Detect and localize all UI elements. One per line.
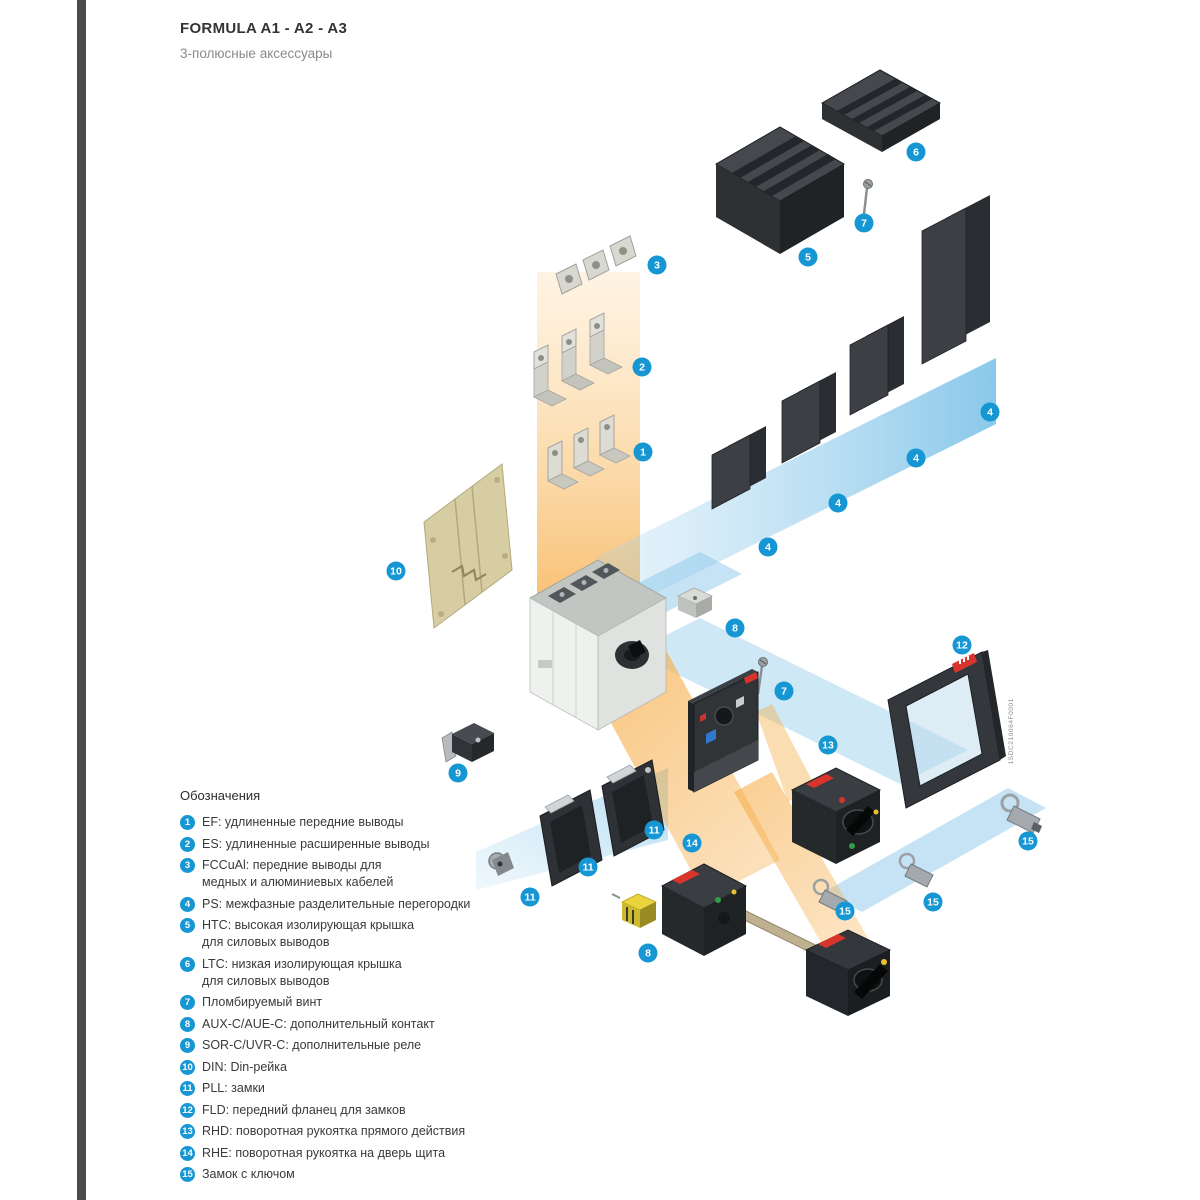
item-9-relay (441, 723, 494, 763)
legend-item-11: 11 PLL: замки (180, 1080, 520, 1097)
legend-item-4: 4 PS: межфазные разделительные перегородк… (180, 896, 520, 913)
item-7-sealable-screw-front (756, 657, 768, 695)
doc-code: 1SDC210064F0001 (1008, 698, 1015, 765)
beam-handles-orange (592, 650, 876, 972)
page-edge-bar (77, 0, 86, 1200)
legend-badge-14: 14 (180, 1145, 195, 1161)
legend-item-12: 12 FLD: передний фланец для замков (180, 1102, 520, 1119)
page-subtitle: 3-полюсные аксессуары (180, 46, 333, 61)
item-15-key-locks (812, 793, 1042, 914)
item-8-aux-contact (677, 587, 713, 618)
legend-badge-8: 8 (180, 1016, 195, 1032)
legend-text-9: SOR-C/UVR-C: дополнительные реле (202, 1038, 422, 1052)
legend-item-7: 7 Пломбируемый винт (180, 994, 520, 1011)
item-12-fld-front-flange (887, 650, 1006, 809)
legend-item-14: 14 RHE: поворотная рукоятка на дверь щита (180, 1145, 520, 1162)
legend-text-12: FLD: передний фланец для замков (202, 1102, 406, 1117)
legend-text-1: EF: удлиненные передние выводы (202, 815, 404, 829)
item-14-rhe-rotary-handle (660, 863, 892, 1016)
legend-badge-4: 4 (180, 896, 195, 912)
item-4-phase-separators (711, 195, 990, 510)
item-3-cable-lugs (555, 235, 637, 295)
legend-badge-2: 2 (180, 836, 195, 852)
legend-item-8: 8 AUX-C/AUE-C: дополнительный контакт (180, 1016, 520, 1033)
legend-badge-9: 9 (180, 1038, 195, 1053)
legend-item-13: 13 RHD: поворотная рукоятка прямого дейст… (180, 1123, 520, 1140)
item-10-din-rail (423, 463, 513, 629)
legend-badge-6: 6 (180, 956, 195, 972)
item-8-contact-block-yellow (611, 893, 657, 928)
legend-item-1: 1 EF: удлиненные передние выводы (180, 814, 520, 831)
item-6-ltc-low-cover (820, 69, 942, 152)
legend-text-10: DIN: Din-рейка (202, 1059, 287, 1074)
item-1-extended-front-terminals (547, 414, 631, 490)
legend-item-10: 10 DIN: Din-рейка (180, 1059, 520, 1076)
legend-item-15: 15 Замок с ключом (180, 1166, 520, 1183)
beam-flange-blue (632, 618, 968, 784)
legend-items: 1 EF: удлиненные передние выводы 2 ES: удли… (180, 814, 520, 1183)
legend: Обозначения 1 EF: удлиненные передние выв… (180, 788, 520, 1188)
legend-badge-5: 5 (180, 918, 195, 933)
legend-text-7: Пломбируемый винт (202, 995, 323, 1009)
page-header: FORMULA A1 - A2 - A3 3-полюсные аксессуа… (180, 20, 347, 61)
legend-badge-10: 10 (180, 1059, 195, 1075)
legend-badge-15: 15 (180, 1167, 195, 1182)
breaker-front-cover-plate (688, 669, 759, 793)
legend-text-4: PS: межфазные разделительные перегородки (202, 896, 471, 911)
legend-badge-13: 13 (180, 1124, 195, 1139)
legend-text-8: AUX-C/AUE-C: дополнительный контакт (202, 1016, 435, 1031)
legend-badge-12: 12 (180, 1102, 195, 1118)
legend-heading: Обозначения (180, 788, 261, 803)
legend-badge-11: 11 (180, 1081, 195, 1096)
legend-item-2: 2 ES: удлиненные расширенные выводы (180, 836, 520, 853)
legend-text-2: ES: удлиненные расширенные выводы (202, 836, 430, 851)
item-2-extended-spread-terminals (533, 312, 623, 407)
beam-keylocks-blue (824, 788, 1046, 912)
legend-text-15: Замок с ключом (202, 1167, 295, 1181)
item-13-rhd-rotary-handle (790, 767, 882, 864)
item-7-sealable-screw-top (862, 179, 873, 215)
legend-badge-1: 1 (180, 815, 195, 830)
legend-badge-7: 7 (180, 995, 195, 1010)
item-5-htc-high-cover (715, 126, 845, 254)
legend-text-13: RHD: поворотная рукоятка прямого действи… (202, 1124, 466, 1138)
page-title: FORMULA A1 - A2 - A3 (180, 20, 348, 37)
legend-item-9: 9 SOR-C/UVR-C: дополнительные реле (180, 1037, 520, 1054)
legend-text-14: RHE: поворотная рукоятка на дверь щита (202, 1145, 446, 1160)
legend-badge-3: 3 (180, 858, 195, 873)
legend-text-11: PLL: замки (202, 1081, 265, 1095)
circuit-breaker-body (529, 559, 667, 731)
